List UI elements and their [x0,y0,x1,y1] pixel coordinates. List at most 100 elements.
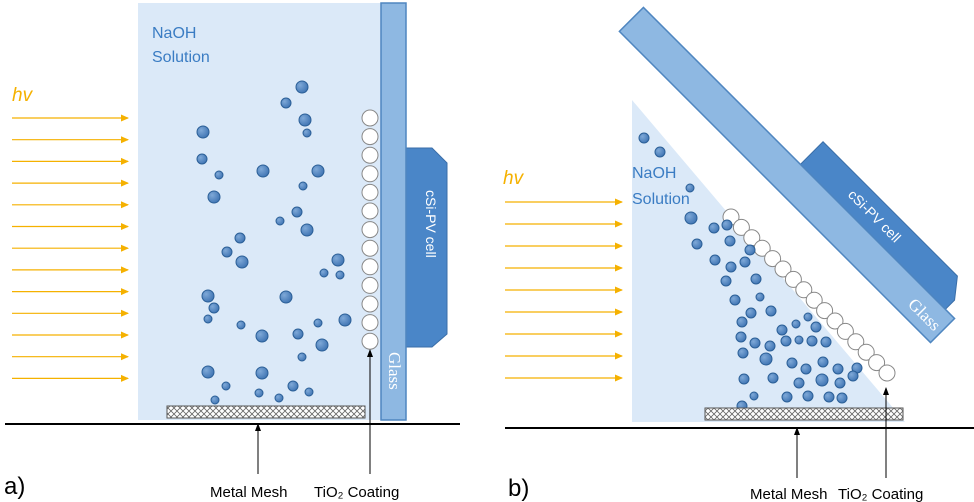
bubble [302,128,312,138]
tio2-particle [361,183,379,201]
light-arrows [12,114,129,382]
bubble [744,244,756,256]
bubble [297,352,307,362]
bubble [214,170,224,180]
tio2-particle [732,218,750,236]
bubble [803,312,813,322]
bubble [298,113,312,127]
bubble [210,395,220,405]
tio2-particle [795,281,813,299]
bubble [208,302,220,314]
tio2-particle [361,314,379,332]
solution-label-line2: Solution [152,49,210,66]
bubble [737,347,749,359]
bubble [800,363,812,375]
bubble [234,232,246,244]
bubble [739,256,751,268]
bubble [815,373,829,387]
panel-a-label: a) [4,473,25,500]
bubbles [196,80,352,405]
tio2-particle [361,128,379,146]
tio2-particle [868,354,886,372]
bubble [708,222,720,234]
bubble [832,363,844,375]
bubble [729,294,741,306]
tio2-particle [361,202,379,220]
bubble [836,392,848,404]
bubble [806,335,818,347]
bubble [781,391,793,403]
bubble [207,190,221,204]
metal-mesh [166,405,366,419]
bubble [691,238,703,250]
bubble [338,313,352,327]
panel-a: NaOH Solution cSi-PV cell Glass hv Metal… [4,2,460,501]
bubble [313,318,323,328]
bubble [749,337,761,349]
glass-plate [380,2,407,421]
tio2-particle [784,270,802,288]
bubble [235,255,249,269]
tio2-particle [361,221,379,239]
light-arrows [505,198,623,382]
bubble [255,366,269,380]
bubble [256,164,270,178]
bubble [735,331,747,343]
bubble [298,181,308,191]
bubble [793,377,805,389]
bubble [685,183,695,193]
bubble [823,391,835,403]
tio2-particle [878,364,896,382]
tio2-particle [764,250,782,268]
solution-label-line1: NaOH [152,25,196,42]
bubble [720,275,732,287]
bubble [287,380,299,392]
bubble [280,97,292,109]
tio2-coating [361,109,379,350]
bubble [820,336,832,348]
bubble [776,324,788,336]
bubble [319,268,329,278]
bubble [279,290,293,304]
bubble [311,164,325,178]
solution-label-line1: NaOH [632,165,676,182]
tio2-particle [361,332,379,350]
bubble [315,338,329,352]
bubble [755,292,765,302]
bubble [802,390,814,402]
tio2-particle [816,302,834,320]
bubble [736,316,748,328]
bubble [196,125,210,139]
bubble [638,132,650,144]
metal-mesh [704,407,904,421]
mesh-label: Metal Mesh [210,484,288,501]
bubble [767,372,779,384]
tio2-particle [805,291,823,309]
bubble [764,340,776,352]
tio2-particle [826,312,844,330]
bubble [810,321,822,333]
solution-label-line2: Solution [632,191,690,208]
bubble [196,153,208,165]
bubble [750,273,762,285]
bubble [221,246,233,258]
tio2-particle [361,109,379,127]
bubble [255,329,269,343]
bubble [724,235,736,247]
tio2-coating [722,208,896,382]
bubble [749,391,759,401]
naoh-solution-region [138,3,381,420]
bubble [274,393,284,403]
bubble [765,305,777,317]
hv-label: hv [12,85,34,106]
tio2-particle [774,260,792,278]
bubble [725,261,737,273]
bubble [709,254,721,266]
panel-b: NaOH Solution cSi-PV cell Glass hv Metal… [503,6,974,502]
bubble [295,80,309,94]
bubble [721,219,733,231]
bubble [335,270,345,280]
bubble [745,307,757,319]
tio2-particle [857,343,875,361]
tio2-particle [847,333,865,351]
